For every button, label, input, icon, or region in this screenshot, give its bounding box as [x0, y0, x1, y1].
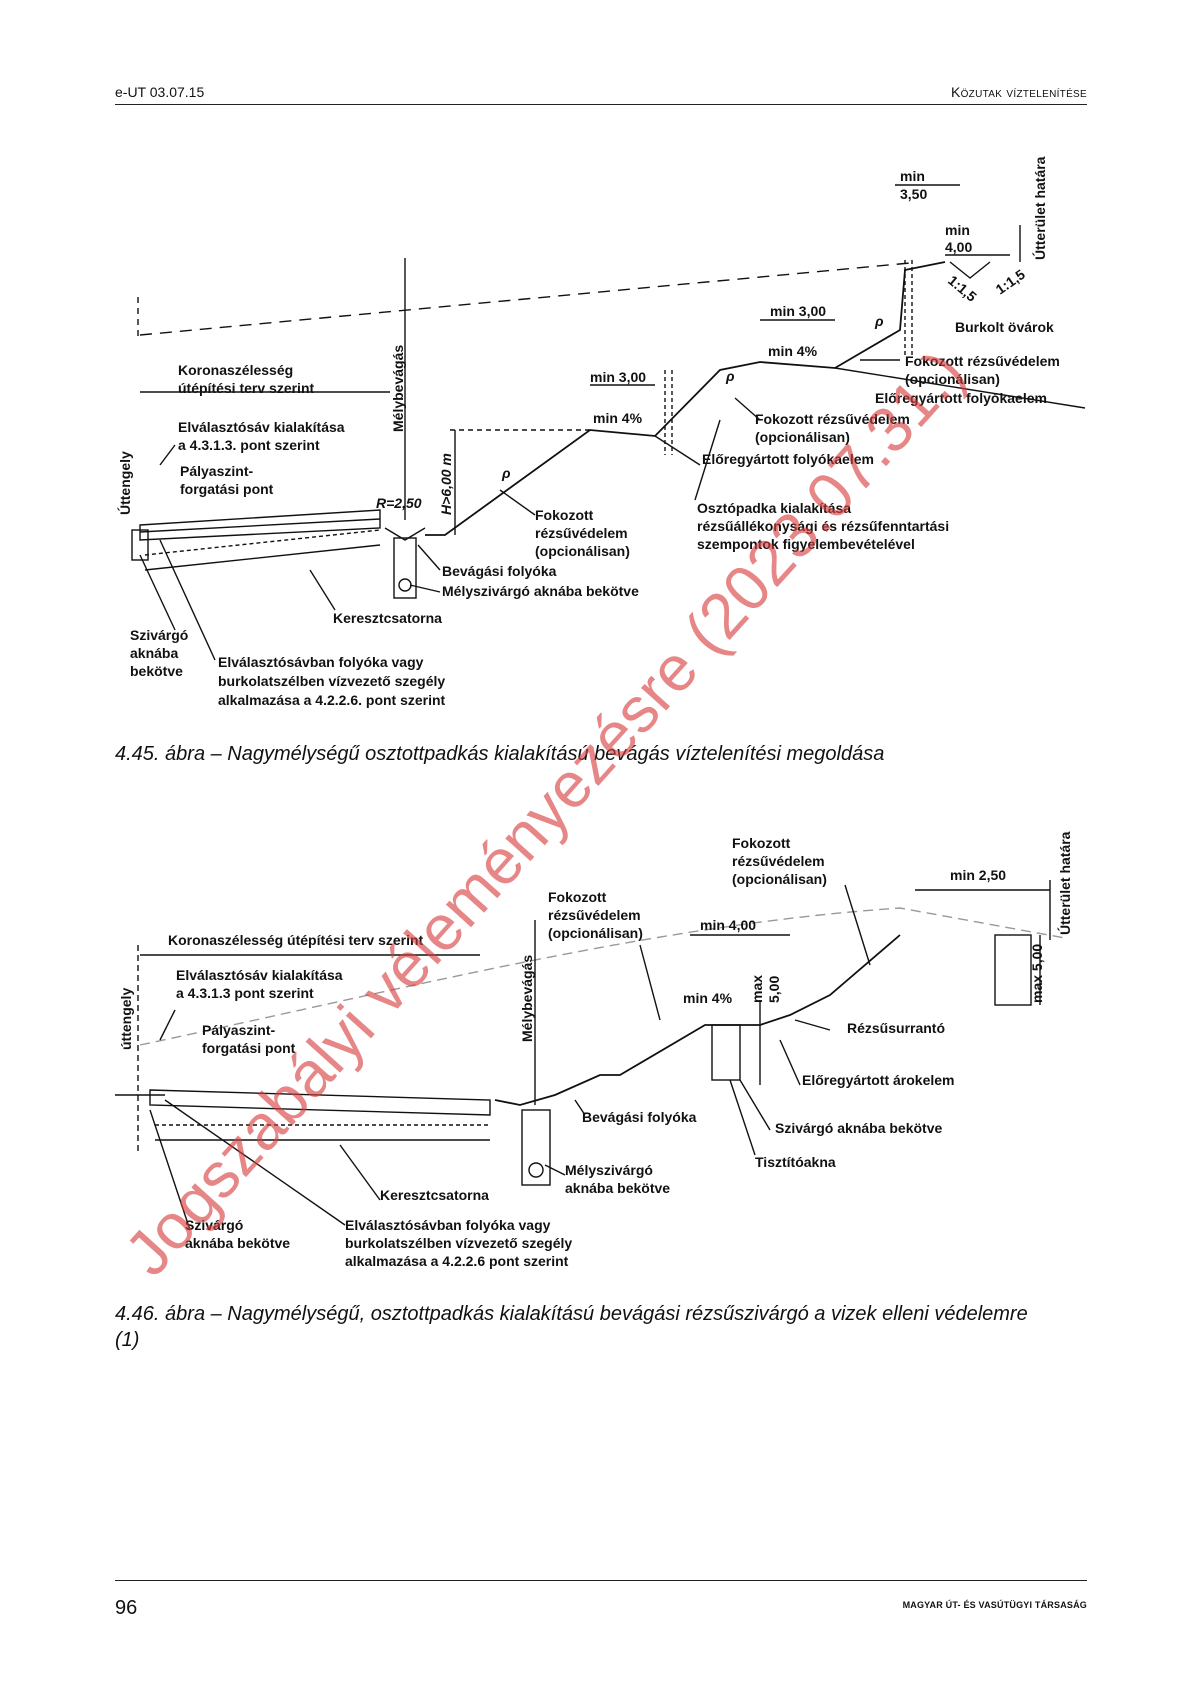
label-rho-1: ρ [874, 313, 884, 329]
label-elo1: Előregyártott folyókaelem [875, 390, 1047, 406]
label-min300-top: min 3,00 [770, 303, 826, 319]
header-rule [115, 104, 1087, 105]
label-utter-1: Útterület határa [1031, 156, 1048, 260]
label-bevfoly-1: Bevágási folyóka [442, 563, 557, 579]
leader-elvsav [159, 444, 176, 466]
page-number: 96 [115, 1597, 138, 1619]
label-min350b: 3,50 [900, 186, 927, 202]
label-elo2: Előregyártott folyókaelem [702, 451, 874, 467]
label-korona1: Koronaszélesség [178, 362, 293, 378]
label-R: R=2,50 [376, 495, 422, 511]
label-sziv3: bekötve [130, 663, 183, 679]
label-palya2: forgatási pont [180, 481, 274, 497]
leader-kereszt [309, 569, 336, 611]
label-elvsav2: a 4.3.1.3. pont szerint [178, 437, 320, 453]
header-chapter-title: Közutak víztelenítése [950, 84, 1087, 100]
leader-sziv [139, 554, 176, 631]
publisher-logo: MAGYAR ÚT- ÉS VASÚTÜGYI TÁRSASÁG [902, 1600, 1087, 1610]
leader-fok3 [499, 489, 536, 516]
label-melysziv-1: Mélyszivárgó aknába bekötve [442, 583, 639, 599]
footer-rule [115, 1580, 1087, 1581]
road-body [139, 509, 381, 541]
label-elvfoly2: burkolatszélben vízvezető szegély [218, 673, 445, 689]
header-doc-code: e-UT 03.07.15 [115, 84, 205, 100]
label-elvfoly3: alkalmazása a 4.2.2.6. pont szerint [218, 692, 446, 708]
label-H: H>6,00 m [438, 453, 454, 515]
label-sziv2: aknába [130, 645, 178, 661]
label-palya1: Pályaszint- [180, 463, 253, 479]
drain-pipe [398, 578, 412, 592]
leader-elo1 [834, 367, 1086, 409]
label-fok3c: (opcionálisan) [535, 543, 630, 559]
label-oszt1: Osztópadka kialakítása [697, 500, 851, 516]
cross-drain [144, 529, 381, 556]
label-burkolt: Burkolt övárok [955, 319, 1054, 335]
label-fok3b: rézsűvédelem [535, 525, 628, 541]
caption-fig-4-46: 4.46. ábra – Nagymélységű, osztottpadkás… [115, 1303, 1028, 1351]
label-sziv1: Szivárgó [130, 627, 188, 643]
label-kereszt-1: Keresztcsatorna [333, 610, 442, 626]
label-uttengely-1: Úttengely [116, 451, 133, 515]
leader-elvfoly [159, 539, 216, 661]
label-min4-top: min 4% [768, 343, 818, 359]
drain-shaft [393, 537, 417, 599]
label-elvfoly1: Elválasztósávban folyóka vagy [218, 654, 424, 670]
label-rho-3: ρ [501, 465, 511, 481]
label-min400b: 4,00 [945, 239, 972, 255]
leader-melysziv [409, 584, 441, 593]
gutter [384, 527, 426, 541]
label-min400a: min [945, 222, 970, 238]
label-slope-2: 1:1,5 [993, 266, 1028, 298]
label-min300-mid: min 3,00 [590, 369, 646, 385]
caption-fig-4-45: 4.45. ábra – Nagymélységű osztottpadkás … [115, 743, 885, 765]
label-fok2b: (opcionálisan) [755, 429, 850, 445]
label-korona2: útépítési terv szerint [178, 380, 314, 396]
label-oszt3: szempontok figyelembevételével [697, 536, 915, 552]
burkolt-ditch [949, 261, 991, 279]
terrain-line [139, 262, 911, 336]
label-elvsav1: Elválasztósáv kialakítása [178, 419, 345, 435]
label-fok2a: Fokozott rézsűvédelem [755, 411, 910, 427]
label-rho-2: ρ [725, 368, 735, 384]
leader-elo2 [654, 435, 701, 466]
label-slope-1: 1:1,5 [945, 272, 980, 305]
label-oszt2: rézsűállékonysági és rézsűfenntartási [697, 518, 949, 534]
left-drain-box [131, 529, 149, 561]
road-layer [139, 518, 381, 533]
label-fok1a: Fokozott rézsűvédelem [905, 353, 1060, 369]
label-fok1b: (opcionálisan) [905, 371, 1000, 387]
label-min350a: min [900, 168, 925, 184]
slope-profile [425, 261, 946, 536]
label-fok3a: Fokozott [535, 507, 594, 523]
leader-oszt [694, 419, 721, 501]
leader-fok2 [734, 397, 761, 421]
label-melybev-1: Mélybevágás [390, 345, 406, 432]
label-min4-mid: min 4% [593, 410, 643, 426]
leader-bev [417, 544, 441, 571]
cross-drain-bottom [144, 544, 381, 571]
